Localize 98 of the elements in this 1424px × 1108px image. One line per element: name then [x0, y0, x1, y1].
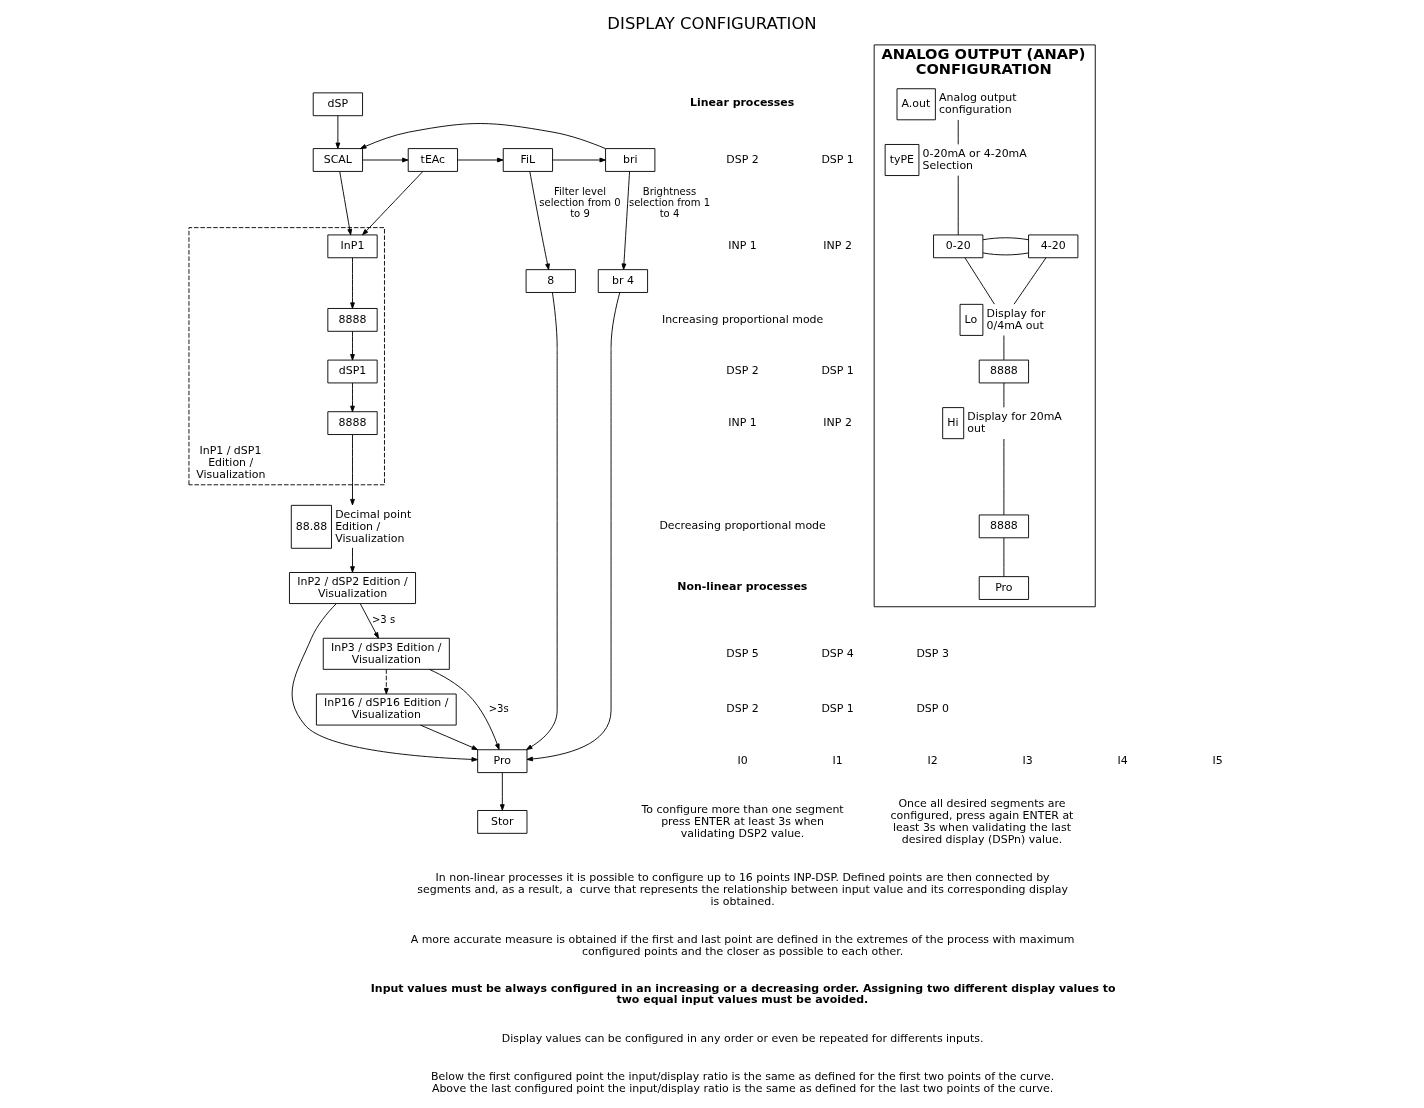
- edge-label: >3s: [488, 703, 509, 715]
- arrow: [526, 292, 621, 762]
- node-box: InP2 / dSP2 Edition / Visualization: [289, 572, 416, 604]
- arrow: [291, 603, 478, 762]
- connector: [982, 237, 1029, 241]
- arrow: [457, 157, 504, 163]
- arrow: [360, 123, 606, 150]
- label: Linear processes: [690, 96, 795, 110]
- node-box: tEAc: [407, 148, 458, 172]
- label: INP 1: [728, 415, 757, 429]
- node-box: 8888: [978, 359, 1029, 384]
- node-box: bri: [605, 148, 656, 172]
- node-box: 8: [525, 269, 576, 293]
- node-label: Decimal point Edition / Visualization: [335, 507, 412, 545]
- arrow: [350, 330, 355, 361]
- label: DSP 2: [726, 364, 759, 378]
- arrow: [350, 434, 355, 506]
- node-box: 0-20: [933, 234, 984, 259]
- arrow: [499, 772, 505, 811]
- arrow: [552, 157, 606, 163]
- node-box: InP16 / dSP16 Edition / Visualization: [315, 693, 457, 726]
- node-box: 4-20: [1028, 234, 1079, 259]
- label: I3: [1022, 753, 1033, 767]
- edge-label: Brightness selection from 1 to 4: [628, 186, 711, 220]
- node-box: 88.88: [290, 504, 332, 549]
- label: DSP 3: [916, 646, 949, 660]
- node-box: A.out: [896, 88, 936, 121]
- label: Below the first configured point the input/display ratio is the same as defined for the first two points of the curve. Above the last configured point the input/display ratio is the same as defined for the last two points of the curve.: [430, 1070, 1055, 1095]
- node-label: Display for 20mA out: [967, 410, 1062, 435]
- arrow: [429, 669, 500, 750]
- label: INP 1: [728, 239, 757, 253]
- label: DSP 4: [821, 646, 854, 660]
- label: I1: [832, 753, 843, 767]
- connector: [964, 257, 995, 305]
- arrow: [335, 115, 341, 149]
- node-box: br 4: [597, 269, 649, 293]
- label: DSP 1: [821, 702, 854, 716]
- node-box: Hi: [942, 407, 965, 440]
- arrow: [529, 171, 550, 270]
- arrow: [350, 257, 355, 309]
- arrow: [383, 669, 389, 695]
- connector: [1003, 537, 1005, 577]
- node-label: Analog output configuration: [939, 91, 1017, 117]
- node-box: dSP1: [327, 359, 378, 384]
- label: Increasing proportional mode: [661, 312, 824, 326]
- node-box: Pro: [477, 749, 528, 774]
- arrow: [621, 171, 631, 270]
- label: In non-linear processes it is possible to configure up to 16 points INP-DSP. Defined points are then connected by segments and, as a result, a curve that represents the relationship between input value and its corresponding display is obtained.: [417, 870, 1068, 908]
- arrow: [359, 603, 379, 639]
- label: A more accurate measure is obtained if the first and last point are defined in the extremes of the process with maximum configured points and the closer as possible to each other.: [410, 933, 1075, 958]
- connector: [957, 175, 959, 236]
- node-label: 0-20mA or 4-20mA Selection: [922, 146, 1027, 172]
- node-box: SCAL: [312, 148, 363, 172]
- node-label: Display for 0/4mA out: [986, 306, 1046, 332]
- label: I2: [927, 753, 938, 767]
- label: INP 2: [823, 239, 852, 253]
- label: DSP 1: [821, 152, 854, 166]
- connector: [982, 252, 1029, 256]
- label: INP 2: [823, 415, 852, 429]
- node-box: InP3 / dSP3 Edition / Visualization: [322, 637, 450, 670]
- arrow: [362, 157, 409, 163]
- arrow: [339, 171, 353, 236]
- arrow: [350, 382, 355, 413]
- connector: [1013, 257, 1047, 305]
- node-box: Stor: [477, 810, 528, 834]
- label: DSP 2: [726, 702, 759, 716]
- arrow: [362, 171, 424, 236]
- connector: [1003, 438, 1005, 516]
- label: DSP 1: [821, 364, 854, 378]
- label: I4: [1117, 753, 1128, 767]
- label: Non-linear processes: [677, 579, 808, 593]
- node-box: tyPE: [884, 144, 920, 176]
- node-box: FiL: [502, 148, 554, 172]
- arrow: [350, 547, 355, 573]
- connector: [1003, 335, 1005, 361]
- node-box: 8888: [327, 411, 378, 435]
- label: DSP 5: [726, 646, 759, 660]
- label: I0: [737, 753, 748, 767]
- arrow: [420, 724, 479, 751]
- arrow: [526, 292, 558, 751]
- node-box: dSP: [312, 92, 363, 117]
- label: DSP 0: [916, 702, 949, 716]
- label: DSP 2: [726, 152, 759, 166]
- label: To configure more than one segment press ENTER at least 3s when validating DSP2 value.: [641, 802, 844, 840]
- node-box: 8888: [327, 308, 378, 332]
- edge-label: Filter level selection from 0 to 9: [539, 186, 621, 220]
- label: Input values must be always configured in an increasing or a decreasing order. Assigning two different display values to two equal input values must be avoided.: [370, 982, 1116, 1007]
- label: Display values can be configured in any order or even be repeated for differents inputs.: [501, 1031, 984, 1045]
- diagram-title: DISPLAY CONFIGURATION: [607, 13, 817, 33]
- node-box: Lo: [959, 303, 984, 336]
- connector: [1003, 382, 1005, 408]
- node-box: Pro: [978, 576, 1029, 600]
- label: Once all desired segments are configured, press again ENTER at least 3s when validating the last desired display (DSPn) value.: [890, 796, 1074, 846]
- node-box: 8888: [978, 514, 1029, 539]
- label: Decreasing proportional mode: [659, 519, 826, 533]
- label: I5: [1212, 753, 1223, 767]
- edge-label: >3 s: [371, 614, 396, 626]
- node-box: InP1: [327, 234, 378, 259]
